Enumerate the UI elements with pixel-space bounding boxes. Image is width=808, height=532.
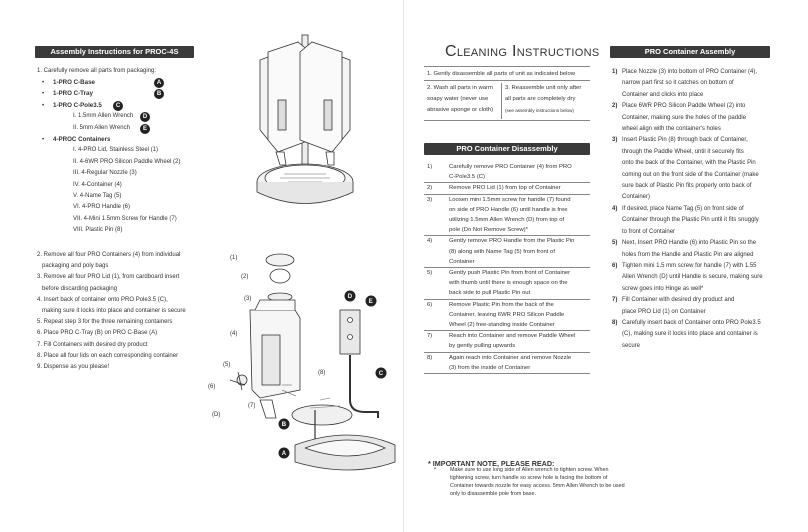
container-assembly-header: PRO Container Assembly xyxy=(610,46,770,58)
diagram-badge-d: D xyxy=(348,294,353,300)
badge-c: C xyxy=(113,100,123,111)
disassembly-row: 4)Gently remove PRO Handle from the Plas… xyxy=(424,236,590,269)
cleaning-step-1: 1. Gently disassemble all parts of unit … xyxy=(424,66,590,81)
assembly-row: 2)Place 6WR PRO Silicon Paddle Wheel (2)… xyxy=(612,103,747,133)
assembly-row: 4)If desired, place Name Tag (5) on fron… xyxy=(612,205,759,235)
disassembly-list: 1)Carefully remove PRO Container (4) fro… xyxy=(424,162,590,375)
callout-8: (8) xyxy=(318,370,325,376)
cleaning-title: Cleaning Instructions xyxy=(445,43,600,60)
cleaning-step-2: 2. Wash all parts in warm soapy water (n… xyxy=(424,83,502,119)
container-assembly-list: 1)Place Nozzle (3) into bottom of PRO Co… xyxy=(612,67,800,352)
assembly-row: 5)Next, Insert PRO Handle (6) into Plast… xyxy=(612,240,757,258)
step-line: 8. Place all four lids on each correspon… xyxy=(37,352,179,359)
cleaning-step-3: 3. Reassemble unit only after all parts … xyxy=(505,85,582,114)
container-part: I. 4-PRO Lid, Stainless Steel (1) xyxy=(73,147,159,154)
step-line: before discarding packaging xyxy=(42,285,118,292)
diagram-badge-e: E xyxy=(369,299,373,305)
assembly-row: 7)Fill Container with desired dry produc… xyxy=(612,297,735,315)
important-note-body: Make sure to use long side of Allen wren… xyxy=(450,467,625,497)
note-bullet: • xyxy=(434,466,436,472)
step-line: 5. Repeat step 3 for the three remaining… xyxy=(37,319,173,326)
assembly-row: 6)Tighten mini 1.5 mm screw for handle (… xyxy=(612,262,763,292)
diagram-badge-a: A xyxy=(282,451,287,457)
disassembly-row: 7)Reach into Container and remove Paddle… xyxy=(424,331,590,353)
step-line: 3. Remove all four PRO Lid (1), from car… xyxy=(37,274,180,281)
callout-6: (6) xyxy=(208,384,215,390)
step-line: 6. Place PRO C-Tray (B) on PRO C-Base (A… xyxy=(37,330,158,337)
assembly-row: 1)Place Nozzle (3) into bottom of PRO Co… xyxy=(612,69,758,98)
diagram-badge-c: C xyxy=(379,371,384,377)
disassembly-header: PRO Container Disassembly xyxy=(424,143,590,155)
containers-item: •4-PROC Containers xyxy=(42,135,111,143)
intro-step: 1. Carefully remove all parts from packa… xyxy=(37,68,157,74)
disassembly-row: 2)Remove PRO Lid (1) from top of Contain… xyxy=(424,183,590,195)
callout-5: (5) xyxy=(223,362,230,368)
container-part: VIII. Plastic Pin (8) xyxy=(73,227,123,234)
callout-4: (4) xyxy=(230,331,237,337)
disassembly-row: 3)Loosen mini 1.5mm screw for handle (7)… xyxy=(424,195,590,237)
step-line: 7. Fill Containers with desired dry prod… xyxy=(37,341,148,348)
callout-d-paren: (D) xyxy=(212,412,220,418)
exploded-diagram: (1) (2) (3) (4) (5) (6) (7) (D) (8) D E … xyxy=(208,253,396,471)
dispenser-illustration xyxy=(256,34,354,204)
assembly-instructions-header: Assembly Instructions for PROC-4S xyxy=(35,46,194,58)
disassembly-row: 8)Again reach into Container and remove … xyxy=(424,353,590,375)
step-line: 4. Insert back of container onto PRO Pol… xyxy=(37,296,168,303)
disassembly-row: 1)Carefully remove PRO Container (4) fro… xyxy=(424,162,590,184)
container-part: VI. 4-PRO Handle (6) xyxy=(73,204,131,211)
container-part: IV. 4-Container (4) xyxy=(73,181,122,188)
step-line: 9. Dispense as you please! xyxy=(37,363,110,370)
assembly-row: 3)Insert Plastic Pin (8) through back of… xyxy=(612,137,759,201)
badge-a: A xyxy=(154,78,164,88)
callout-3: (3) xyxy=(244,296,251,302)
disassembly-row: 5)Gently push Plastic Pin from front of … xyxy=(424,268,590,300)
badge-e: E xyxy=(140,123,150,134)
callout-1: (1) xyxy=(230,255,237,261)
step-line: packaging and poly bags xyxy=(42,263,109,270)
cleaning-divider xyxy=(424,120,590,121)
container-part: V. 4-Name Tag (5) xyxy=(73,192,122,199)
step-line: making sure it locks into place and cont… xyxy=(42,307,186,314)
page-fold xyxy=(403,0,404,532)
container-part: VII. 4-Mini 1.5mm Screw for Handle (7) xyxy=(73,215,177,222)
diagram-badge-b: B xyxy=(282,422,287,428)
badge-d: D xyxy=(140,112,150,123)
callout-2: (2) xyxy=(241,274,248,280)
assembly-row: 8)Carefully insert back of Container ont… xyxy=(612,319,761,349)
assembly-steps: 2. Remove all four PRO Containers (4) fr… xyxy=(37,250,222,373)
container-part: II. 4-6WR PRO Silicon Paddle Wheel (2) xyxy=(73,158,181,165)
step-line: 2. Remove all four PRO Containers (4) fr… xyxy=(37,252,181,258)
container-part: III. 4-Regular Nozzle (3) xyxy=(73,170,137,177)
disassembly-row: 6)Remove Plastic Pin from the back of th… xyxy=(424,300,590,332)
left-page: Assembly Instructions for PROC-4S 1. Car… xyxy=(35,34,396,471)
badge-b: B xyxy=(154,89,164,100)
callout-7: (7) xyxy=(248,403,255,409)
important-note-title: * IMPORTANT NOTE, PLEASE READ: xyxy=(428,459,555,468)
